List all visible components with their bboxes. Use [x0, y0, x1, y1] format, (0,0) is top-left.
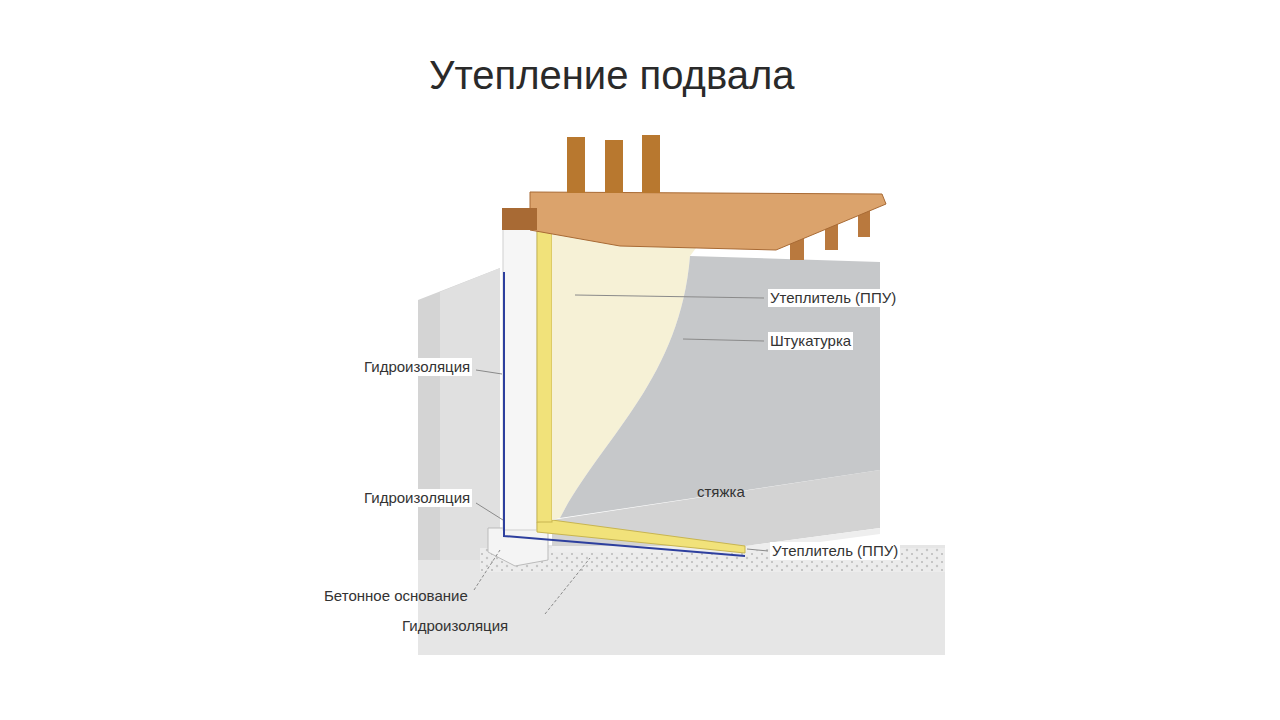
part-label: Бетонное основание — [322, 587, 470, 605]
part-label: Утеплитель (ППУ) — [770, 542, 900, 560]
post — [605, 140, 623, 193]
leader-line — [747, 549, 768, 551]
post — [567, 137, 585, 193]
part-label: Гидроизоляция — [362, 489, 472, 507]
part-label: Гидроизоляция — [362, 358, 472, 376]
part-label: Гидроизоляция — [400, 617, 510, 635]
outer-soil-face — [440, 268, 500, 560]
title: Утепление подвала — [429, 52, 795, 98]
concrete-footing — [488, 528, 548, 566]
part-label: Утеплитель (ППУ) — [768, 289, 898, 307]
outer-soil — [418, 268, 500, 560]
leader-line — [545, 558, 590, 614]
floor-deck — [530, 192, 886, 250]
wall-insulation — [537, 225, 552, 522]
leader-line — [476, 370, 502, 374]
rim-joist — [502, 208, 537, 230]
leader-line — [575, 295, 764, 298]
foundation-wall — [503, 228, 537, 530]
leader-line — [474, 550, 500, 590]
leader-line — [476, 503, 503, 520]
part-label: Штукатурка — [768, 332, 853, 350]
ground-mass — [418, 545, 945, 655]
leader-line — [683, 339, 764, 341]
post — [642, 135, 660, 193]
part-label: стяжка — [695, 483, 747, 501]
